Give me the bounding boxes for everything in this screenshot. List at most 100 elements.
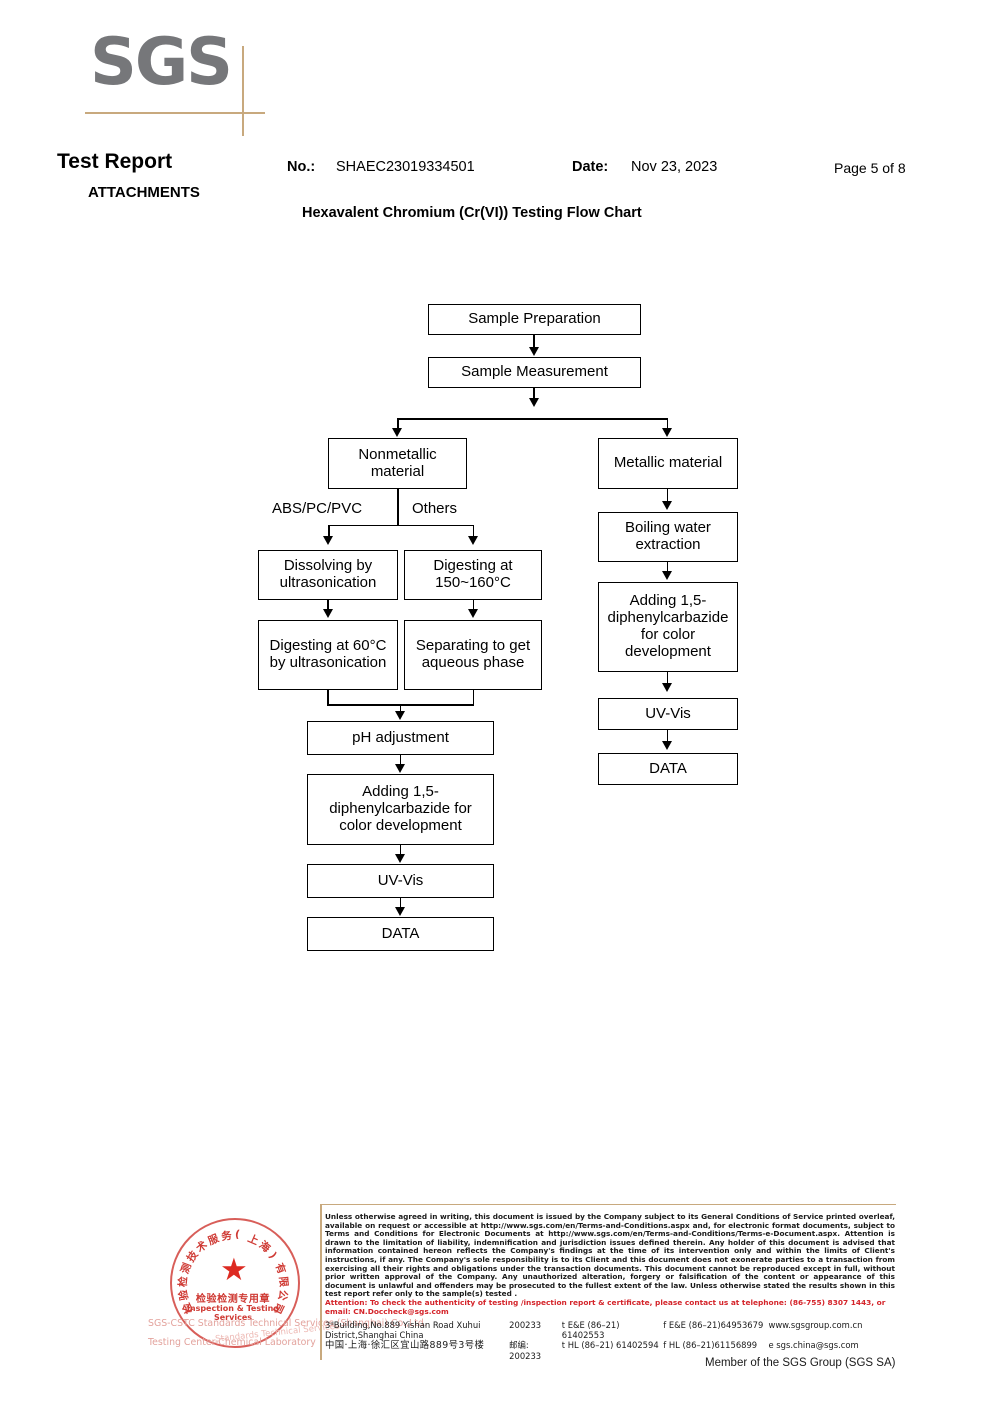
page-title: Test Report bbox=[57, 150, 173, 173]
node-uv-vis-right: UV-Vis bbox=[598, 698, 738, 730]
footer-attention-notice: Attention: To check the authenticity of … bbox=[325, 1298, 886, 1316]
email-label: e bbox=[768, 1340, 774, 1350]
node-ph-adjustment: pH adjustment bbox=[307, 721, 494, 755]
stamp-arc-char: 检 bbox=[177, 1275, 190, 1288]
connector-dpc-down-left bbox=[399, 845, 402, 855]
arrow-merge-to-ph bbox=[394, 711, 405, 720]
connector-split-left bbox=[397, 418, 399, 430]
connector-others-branch bbox=[472, 524, 475, 539]
stamp-en-label: Inspection & Testing Services bbox=[186, 1304, 280, 1322]
arrow-uv-to-data-right bbox=[661, 741, 672, 750]
connector-merge-left bbox=[327, 690, 329, 705]
connector-split-right bbox=[666, 418, 669, 430]
node-sample-preparation: Sample Preparation bbox=[428, 304, 641, 335]
edge-label-others: Others bbox=[412, 500, 458, 517]
footer-divider bbox=[320, 1204, 896, 1205]
footer-address-block: 3ᵈBuilding,No.889 Yishan Road Xuhui Dist… bbox=[325, 1320, 900, 1361]
stamp-watermark-line-2: Testing Center-Chemical Laboratory bbox=[148, 1337, 316, 1348]
node-nonmetallic-material: Nonmetallic material bbox=[328, 438, 467, 489]
node-separating-aqueous-phase: Separating to get aqueous phase bbox=[404, 620, 542, 690]
node-adding-dpc-right: Adding 1,5-diphenylcarbazide for color d… bbox=[598, 582, 738, 672]
connector-merge-down bbox=[399, 704, 402, 713]
connector-dissolving-down bbox=[327, 600, 329, 611]
node-uv-vis-left: UV-Vis bbox=[307, 864, 494, 898]
arrow-dissolving-down bbox=[322, 609, 333, 618]
stamp-arc-char: ) bbox=[266, 1250, 279, 1261]
node-adding-dpc-left: Adding 1,5-diphenylcarbazide for color d… bbox=[307, 774, 494, 845]
arrow-metallic-to-boiling bbox=[661, 501, 672, 510]
arrow-prep-to-measure bbox=[528, 347, 539, 356]
report-no-label: No.: bbox=[287, 159, 316, 175]
logo-vertical-rule bbox=[242, 46, 244, 136]
footer-member-note: Member of the SGS Group (SGS SA) bbox=[705, 1357, 896, 1369]
page-number: Page 5 of 8 bbox=[834, 160, 906, 176]
flow-chart-title: Hexavalent Chromium (Cr(VI)) Testing Flo… bbox=[302, 205, 642, 221]
footer-disclaimer: Unless otherwise agreed in writing, this… bbox=[325, 1212, 895, 1299]
arrow-dpc-to-uv-left bbox=[394, 854, 405, 863]
sgs-logo: SGS bbox=[85, 25, 270, 136]
website[interactable]: www.sgsgroup.com.cn bbox=[768, 1320, 863, 1330]
connector-prep-to-measure bbox=[533, 335, 535, 349]
postcode-en: 200233 bbox=[509, 1320, 542, 1330]
stamp-ring bbox=[170, 1218, 300, 1348]
arrow-digesting150-down bbox=[467, 609, 478, 618]
footer-address-row-en: 3ᵈBuilding,No.889 Yishan Road Xuhui Dist… bbox=[325, 1320, 900, 1340]
connector-abs-branch bbox=[328, 524, 330, 539]
star-icon: ★ bbox=[220, 1252, 248, 1287]
report-date-label: Date: bbox=[572, 159, 609, 175]
node-dissolving-by-ultrasonication: Dissolving by ultrasonication bbox=[258, 550, 398, 600]
connector-merge-right bbox=[472, 690, 475, 705]
node-digesting-60-ultrasonication: Digesting at 60°C by ultrasonication bbox=[258, 620, 398, 690]
arrow-others-branch bbox=[467, 536, 478, 545]
page-subtitle: ATTACHMENTS bbox=[88, 184, 200, 201]
connector-boiling-down bbox=[666, 562, 669, 573]
node-sample-measurement: Sample Measurement bbox=[428, 357, 641, 388]
node-data-left: DATA bbox=[307, 917, 494, 951]
fax-hl: f HL (86–21)61156899 bbox=[663, 1340, 758, 1350]
report-no-value: SHAEC23019334501 bbox=[336, 159, 475, 175]
address-en: 3ᵈBuilding,No.889 Yishan Road Xuhui Dist… bbox=[325, 1320, 481, 1340]
connector-nonmetallic-down bbox=[397, 489, 399, 526]
connector-uv-down-right bbox=[666, 730, 669, 742]
connector-dpc-down-right bbox=[666, 672, 669, 684]
footer-left-rule bbox=[320, 1204, 322, 1350]
fax-ee: f E&E (86–21)64953679 bbox=[663, 1320, 764, 1330]
node-boiling-water-extraction: Boiling water extraction bbox=[598, 512, 738, 562]
testing-flow-chart: Sample Preparation Sample Measurement No… bbox=[258, 304, 738, 951]
postcode-cn: 200233 bbox=[509, 1351, 542, 1361]
footer-address-row-cn: 中国·上海·徐汇区宜山路889号3号楼 邮编: 200233 t HL (86–… bbox=[325, 1337, 900, 1361]
arrow-dpc-to-uv-right bbox=[661, 683, 672, 692]
stamp-watermark-line-1: SGS-CSTC Standards Technical Services (S… bbox=[148, 1318, 427, 1329]
stamp-arc-char: ( bbox=[234, 1228, 241, 1241]
node-metallic-material: Metallic material bbox=[598, 438, 738, 489]
connector-uv-down-left bbox=[399, 898, 402, 908]
email-address[interactable]: sgs.china@sgs.com bbox=[776, 1340, 859, 1350]
arrow-boiling-to-dpc bbox=[661, 571, 672, 580]
stamp-arc-char: 务 bbox=[220, 1229, 233, 1244]
tel-ee: t E&E (86–21) 61402553 bbox=[561, 1320, 620, 1340]
node-digesting-150-160: Digesting at 150~160°C bbox=[404, 550, 542, 600]
arrow-split-left bbox=[391, 428, 402, 437]
arrow-ph-to-dpc bbox=[394, 764, 405, 773]
edge-label-abs-pc-pvc: ABS/PC/PVC bbox=[272, 500, 363, 517]
connector-metallic-down bbox=[666, 489, 669, 502]
stamp-arc-char: 限 bbox=[276, 1275, 290, 1288]
sgs-logo-text: SGS bbox=[90, 25, 233, 100]
arrow-split-right bbox=[661, 428, 672, 437]
report-date-value: Nov 23, 2023 bbox=[631, 159, 718, 175]
split-bar-nonmetallic bbox=[328, 524, 474, 527]
postcode-cn-label: 邮编: bbox=[509, 1340, 529, 1350]
connector-measure-down bbox=[533, 388, 535, 400]
arrow-measure-down bbox=[528, 398, 539, 407]
split-bar-branches bbox=[397, 418, 668, 420]
address-cn: 中国·上海·徐汇区宜山路889号3号楼 bbox=[325, 1340, 485, 1351]
connector-ph-down bbox=[399, 755, 402, 765]
arrow-uv-to-data-left bbox=[394, 907, 405, 916]
tel-hl: t HL (86–21) 61402594 bbox=[561, 1340, 659, 1350]
arrow-abs-branch bbox=[323, 536, 334, 545]
footer-left-rule-lower bbox=[320, 1318, 322, 1360]
connector-digesting150-down bbox=[472, 600, 475, 611]
stamp-cn-label: 检验检测专用章 bbox=[195, 1294, 271, 1305]
node-data-right: DATA bbox=[598, 753, 738, 785]
